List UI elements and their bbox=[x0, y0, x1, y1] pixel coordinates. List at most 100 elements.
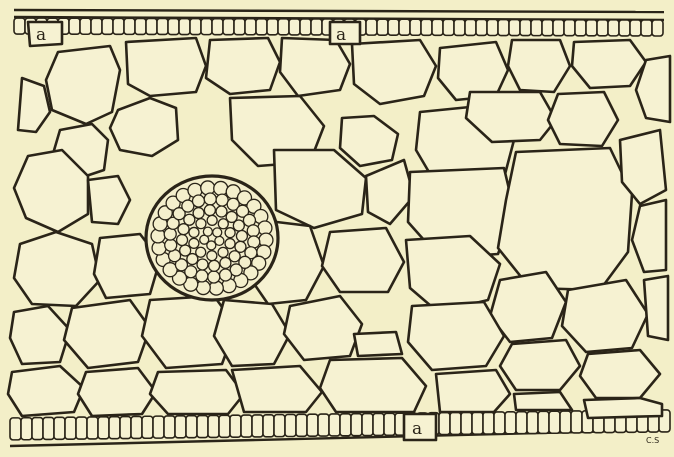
epidermis-cell bbox=[630, 20, 641, 36]
epidermis-cell bbox=[230, 415, 241, 437]
epidermis-cell bbox=[465, 19, 476, 35]
parenchyma-cell bbox=[632, 200, 666, 272]
parenchyma-cell bbox=[14, 232, 100, 306]
epidermis-cell bbox=[142, 416, 153, 438]
epidermis-cell bbox=[494, 412, 505, 434]
label-a-text: a bbox=[412, 419, 422, 439]
epidermis-cell bbox=[362, 414, 373, 436]
parenchyma-cell bbox=[126, 38, 206, 96]
parenchyma-cell bbox=[280, 38, 350, 96]
vascular-cell bbox=[218, 247, 228, 257]
parenchyma-cell bbox=[232, 366, 322, 412]
epidermis-cell bbox=[300, 19, 311, 35]
parenchyma-cell bbox=[436, 370, 510, 412]
epidermis-cell bbox=[120, 417, 131, 439]
epidermis-cell bbox=[219, 415, 230, 437]
epidermis-cell bbox=[274, 415, 285, 437]
epidermis-cell bbox=[245, 19, 256, 35]
vascular-cell bbox=[189, 227, 199, 237]
epidermis-cell bbox=[553, 20, 564, 36]
vascular-bundle bbox=[146, 176, 278, 300]
epidermis-cell bbox=[43, 417, 54, 439]
epidermis-cell bbox=[190, 19, 201, 35]
parenchyma-cell bbox=[8, 366, 84, 416]
epidermis-cell bbox=[498, 20, 509, 36]
epidermis-cell bbox=[278, 19, 289, 35]
epidermis-cell bbox=[505, 412, 516, 434]
vascular-cell bbox=[214, 181, 228, 195]
parenchyma-cell bbox=[508, 40, 570, 92]
epidermis-cell bbox=[439, 413, 450, 435]
epidermis-cell bbox=[164, 416, 175, 438]
vascular-cell bbox=[220, 269, 232, 281]
epidermis-cell bbox=[153, 416, 164, 438]
epidermis-cell bbox=[241, 415, 252, 437]
parenchyma-cell bbox=[206, 38, 280, 94]
vascular-cell bbox=[197, 259, 208, 270]
epidermis-cell bbox=[168, 19, 179, 35]
parenchyma-cell bbox=[320, 358, 426, 412]
vascular-cell bbox=[209, 260, 220, 271]
vascular-cell bbox=[236, 231, 247, 242]
epidermis-cell bbox=[443, 19, 454, 35]
epidermis-cell bbox=[608, 20, 619, 36]
vascular-cell bbox=[164, 228, 176, 240]
vascular-cell bbox=[216, 194, 228, 206]
vascular-cell bbox=[207, 215, 217, 225]
epidermis-cell bbox=[373, 413, 384, 435]
vascular-cell bbox=[216, 206, 227, 217]
parenchyma-cell bbox=[562, 280, 648, 352]
vascular-cell bbox=[193, 208, 204, 219]
vascular-cell bbox=[213, 228, 222, 237]
vascular-cell bbox=[203, 227, 212, 236]
epidermis-cell bbox=[69, 18, 80, 34]
epidermis-cell bbox=[652, 20, 663, 36]
vascular-cell bbox=[196, 219, 206, 229]
parenchyma-cell bbox=[340, 116, 398, 166]
parenchyma-cell bbox=[644, 276, 668, 340]
epidermis-cell bbox=[102, 18, 113, 34]
epidermis-cell bbox=[10, 418, 21, 440]
epidermis-cell bbox=[87, 417, 98, 439]
epidermis-cell bbox=[113, 18, 124, 34]
parenchyma-cell bbox=[354, 332, 402, 356]
vascular-cell bbox=[225, 239, 235, 249]
epidermis-cell bbox=[252, 415, 263, 437]
epidermis-cell bbox=[175, 416, 186, 438]
vascular-cell bbox=[165, 239, 177, 251]
vascular-cell bbox=[192, 195, 204, 207]
label-a-bottom: a bbox=[404, 414, 436, 440]
epidermis-cell bbox=[366, 19, 377, 35]
artist-signature: C.S bbox=[646, 436, 659, 445]
epidermis-cell bbox=[560, 411, 571, 433]
epidermis-cell bbox=[476, 19, 487, 35]
epidermis-cell bbox=[461, 412, 472, 434]
epidermis-cell bbox=[263, 415, 274, 437]
parenchyma-cell bbox=[214, 300, 290, 366]
parenchyma-cell bbox=[150, 370, 244, 414]
parenchyma-cell bbox=[322, 228, 404, 292]
epidermis-cell bbox=[201, 19, 212, 35]
parenchyma-cell bbox=[18, 78, 50, 132]
epidermis-cell bbox=[54, 417, 65, 439]
epidermis-cell bbox=[65, 417, 76, 439]
label-a-text: a bbox=[36, 25, 46, 45]
epidermis-cell bbox=[432, 19, 443, 35]
parenchyma-cell bbox=[110, 98, 178, 156]
epidermis-cell bbox=[586, 20, 597, 36]
epidermis-cell bbox=[146, 18, 157, 34]
epidermis-cell bbox=[80, 18, 91, 34]
epidermis-cell bbox=[520, 20, 531, 36]
vascular-cell bbox=[180, 245, 191, 256]
epidermis-cell bbox=[285, 414, 296, 436]
epidermis-cell bbox=[527, 412, 538, 434]
parenchyma-cell bbox=[514, 392, 572, 410]
epidermis-cell bbox=[76, 417, 87, 439]
parenchyma-cell bbox=[498, 148, 632, 290]
parenchyma-cell bbox=[284, 296, 362, 360]
epidermis-cell bbox=[124, 18, 135, 34]
epidermis-cell bbox=[109, 417, 120, 439]
parenchyma-cell bbox=[64, 300, 150, 368]
epidermis-cell bbox=[377, 19, 388, 35]
